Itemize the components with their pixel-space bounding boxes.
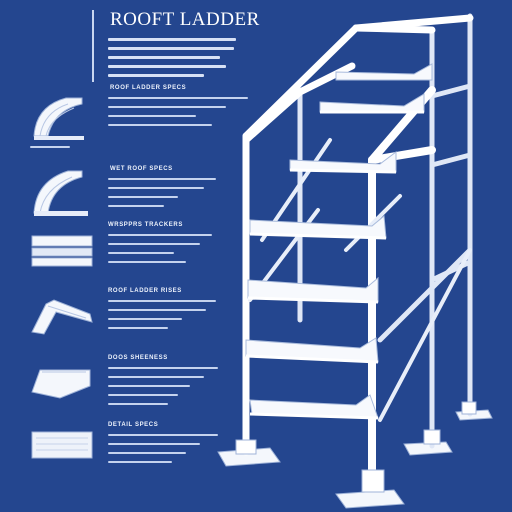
detail-heading: WET ROOF SPECS: [110, 166, 173, 172]
base-pad: [335, 489, 405, 509]
detail-heading: DETAIL SPECS: [108, 422, 159, 428]
landing-plate-drawing: [31, 431, 93, 459]
tread-profile-drawing: [31, 235, 93, 267]
brace-clip-drawing: [31, 299, 93, 335]
poster-title: ROOFT LADDER: [110, 9, 260, 30]
bracket-cap-drawing: [33, 170, 88, 216]
detail-heading: ROOF LADDER RISES: [108, 288, 182, 294]
detail-heading: ROOF LADDER SPECS: [110, 85, 187, 91]
end-plate-drawing: [31, 369, 91, 399]
ladder-treads: [245, 63, 433, 419]
rail-cap-drawing: [33, 97, 84, 140]
detail-heading: WRSPPRS TRACKERS: [108, 222, 183, 228]
title-rule: [92, 10, 94, 82]
detail-heading: DOOS SHEENESS: [108, 355, 168, 361]
